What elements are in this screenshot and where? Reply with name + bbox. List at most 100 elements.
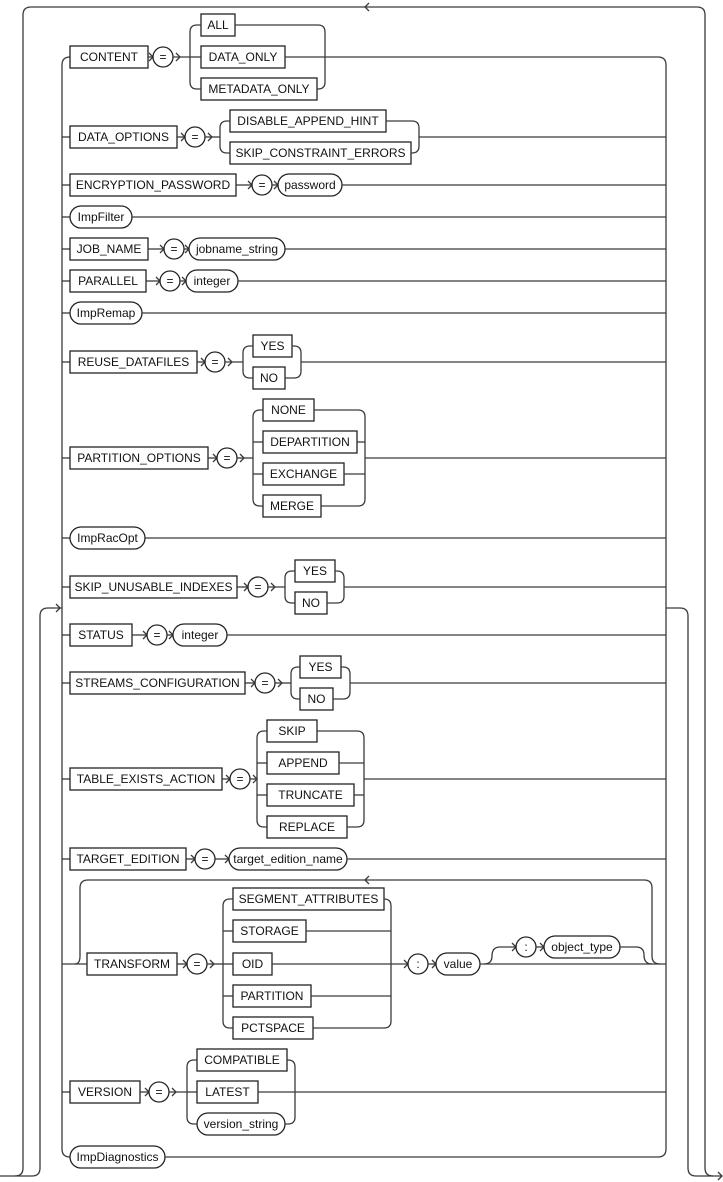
connector-line: [256, 730, 267, 739]
choice-all: ALL: [207, 18, 229, 32]
branch-stem-left: [61, 56, 71, 1158]
optional-branch-return: [620, 946, 653, 965]
operator-symbol: =: [166, 274, 173, 288]
connector-line: [287, 1059, 296, 1068]
arrow-right-icon: [171, 1087, 177, 1097]
connector-line: [321, 498, 366, 507]
option-impdiagnostics: ImpDiagnostics: [76, 1150, 158, 1164]
operator-symbol: =: [258, 178, 265, 192]
connector-line: [252, 498, 263, 507]
arrow-left-icon: [364, 2, 370, 12]
connector-line: [219, 120, 230, 129]
operator-symbol: =: [170, 242, 177, 256]
connector-line: [383, 898, 392, 907]
connector-line: [290, 666, 300, 675]
connector-line: [222, 898, 233, 907]
choice-no: NO: [302, 596, 320, 610]
option-status: STATUS: [78, 628, 124, 642]
choice-no: NO: [260, 371, 278, 385]
choice-no: NO: [308, 692, 326, 706]
choice-compatible: COMPATIBLE: [204, 1053, 280, 1067]
choice-latest: LATEST: [205, 1085, 250, 1099]
connector-line: [333, 691, 351, 700]
entry-line: [0, 607, 62, 1177]
value-placeholder: value: [444, 957, 473, 971]
choice-yes: YES: [308, 660, 332, 674]
connector-line: [242, 345, 253, 354]
option-parallel: PARALLEL: [78, 274, 138, 288]
operator-symbol: =: [261, 676, 268, 690]
choice-storage: STORAGE: [240, 924, 298, 938]
connector-line: [219, 145, 230, 154]
connector-line: [285, 370, 302, 379]
option-impfilter: ImpFilter: [78, 210, 125, 224]
choice-replace: REPLACE: [279, 820, 335, 834]
operator-symbol: =: [153, 628, 160, 642]
option-data-options: DATA_OPTIONS: [78, 130, 169, 144]
choice-truncate: TRUNCATE: [278, 788, 342, 802]
operator-symbol: =: [223, 451, 230, 465]
connector-line: [189, 24, 201, 33]
connector-line: [256, 819, 267, 828]
choice-data-only: DATA_ONLY: [209, 50, 278, 64]
choice-departition: DEPARTITION: [270, 435, 350, 449]
connector-line: [186, 1116, 197, 1125]
operator-symbol: =: [159, 50, 166, 64]
connector-line: [317, 81, 326, 90]
operator-symbol: =: [193, 957, 200, 971]
connector-line: [386, 120, 420, 129]
option-impremap: ImpRemap: [77, 306, 136, 320]
value-jobname-string: jobname_string: [195, 242, 278, 256]
connector-line: [222, 1020, 233, 1029]
connector-line: [285, 1116, 296, 1125]
connector-line: [317, 730, 365, 739]
operator-symbol: =: [201, 852, 208, 866]
object-type: object_type: [551, 940, 613, 954]
arrow-left-icon: [364, 875, 370, 885]
choice-yes: YES: [303, 564, 327, 578]
choice-append: APPEND: [278, 756, 328, 770]
choice-partition: PARTITION: [241, 989, 304, 1003]
connector-line: [284, 570, 295, 579]
value-target-edition-name: target_edition_name: [233, 852, 343, 866]
choice-none: NONE: [271, 403, 306, 417]
connector-line: [341, 666, 351, 675]
option-content: CONTENT: [80, 50, 139, 64]
option-transform: TRANSFORM: [94, 957, 170, 971]
optional-branch: [483, 946, 516, 965]
operator-symbol: :: [416, 957, 419, 971]
connector-line: [242, 370, 253, 379]
arrow-right-icon: [227, 357, 233, 367]
arrow-right-icon: [207, 132, 213, 142]
connector-line: [284, 595, 295, 604]
choice-oid: OID: [242, 957, 264, 971]
choice-skip: SKIP: [278, 724, 305, 738]
choice-exchange: EXCHANGE: [270, 467, 337, 481]
operator-symbol: =: [155, 1085, 162, 1099]
repeat-loop: [14, 6, 714, 1177]
choice-disable-append-hint: DISABLE_APPEND_HINT: [237, 114, 379, 128]
option-impracopt: ImpRacOpt: [77, 531, 138, 545]
arrow-right-icon: [239, 453, 245, 463]
option-target-edition: TARGET_EDITION: [76, 852, 179, 866]
exit-line: [666, 607, 722, 1177]
arrow-right-icon: [209, 959, 215, 969]
option-version: VERSION: [78, 1085, 132, 1099]
operator-symbol: =: [211, 355, 218, 369]
choice-skip-constraint-errors: SKIP_CONSTRAINT_ERRORS: [235, 146, 405, 160]
operator-symbol: =: [236, 772, 243, 786]
connector-line: [235, 24, 326, 33]
connector-line: [314, 409, 366, 418]
arrow-right-icon: [55, 603, 61, 613]
connector-line: [189, 81, 201, 90]
choice-yes: YES: [260, 339, 284, 353]
choice-metadata-only: METADATA_ONLY: [208, 82, 309, 96]
operator-symbol: =: [191, 130, 198, 144]
option-job-name: JOB_NAME: [77, 242, 142, 256]
operator-symbol: :: [524, 940, 527, 954]
arrow-right-icon: [277, 678, 283, 688]
connector-line: [327, 595, 345, 604]
connector-line: [252, 409, 263, 418]
connector-line: [313, 1020, 392, 1029]
